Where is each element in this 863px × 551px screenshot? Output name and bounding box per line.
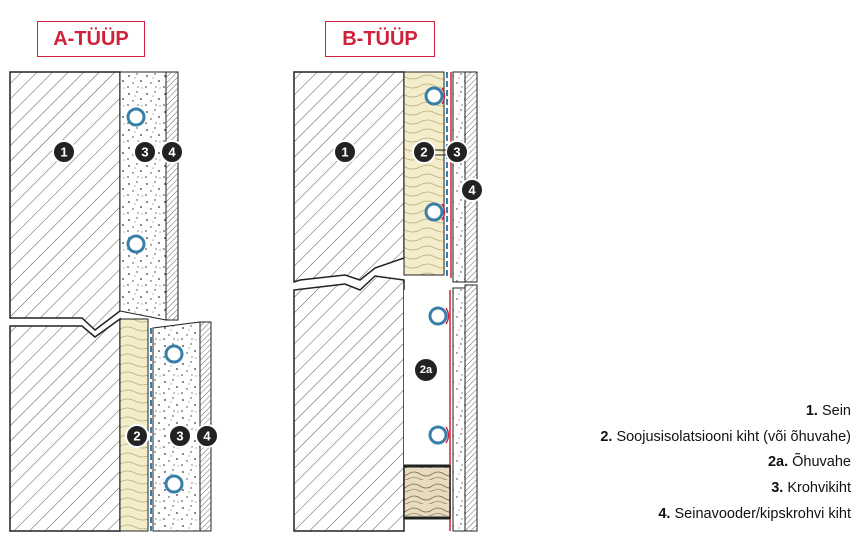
a-pipe-1 <box>126 107 146 127</box>
a-lower-wall <box>9 317 121 532</box>
marker-b-2a: 2a <box>413 357 439 383</box>
svg-text:1: 1 <box>341 145 348 160</box>
svg-text:4: 4 <box>203 429 211 444</box>
b-lower-plaster <box>452 287 466 532</box>
marker-b-4: 4 <box>460 178 484 202</box>
svg-text:2: 2 <box>133 429 140 444</box>
marker-b-1: 1 <box>333 140 357 164</box>
marker-a-1: 1 <box>52 140 76 164</box>
legend: 1. Sein 2. Soojusisolatsiooni kiht (või … <box>600 399 851 528</box>
legend-item-2: 2. Soojusisolatsiooni kiht (või õhuvahe) <box>600 428 851 445</box>
svg-text:4: 4 <box>468 183 476 198</box>
legend-item-4: 4. Seinavooder/kipskrohvi kiht <box>658 505 851 522</box>
type-a-title: A-TÜÜP <box>37 21 145 57</box>
b-wood-batten <box>403 465 451 519</box>
marker-b-2: 2 <box>412 140 436 164</box>
b-upper-wall <box>293 71 405 284</box>
svg-text:2: 2 <box>420 145 427 160</box>
b-upper-plaster <box>452 71 466 283</box>
svg-text:1: 1 <box>60 145 67 160</box>
b-upper-lining <box>464 71 478 283</box>
b-lower-lining <box>464 284 478 532</box>
a-upper-lining <box>165 71 179 321</box>
legend-item-3: 3. Krohvikiht <box>771 480 851 497</box>
marker-b-3: 3 <box>445 140 469 164</box>
a-pipe-4 <box>164 474 184 494</box>
b-lower-wall <box>293 275 405 532</box>
legend-item-2a: 2a. Õhuvahe <box>767 454 851 471</box>
svg-text:3: 3 <box>453 145 460 160</box>
legend-item-1: 1. Sein <box>805 403 851 419</box>
b-upper-insulation <box>403 71 445 276</box>
b-pipe-1 <box>424 86 444 106</box>
svg-text:4: 4 <box>168 145 176 160</box>
a-pipe-3 <box>164 344 184 364</box>
marker-a-4: 4 <box>160 140 184 164</box>
a-pipe-2 <box>126 234 146 254</box>
marker-a-2-lower: 2 <box>125 424 149 448</box>
b-pipe-2 <box>424 202 444 222</box>
svg-text:2a: 2a <box>420 364 433 376</box>
a-upper-plaster <box>119 71 167 321</box>
b-pipe-3 <box>428 306 448 326</box>
a-upper-wall <box>9 71 121 331</box>
marker-a-3: 3 <box>133 140 157 164</box>
svg-text:3: 3 <box>176 429 183 444</box>
b-pipe-4 <box>428 425 448 445</box>
svg-text:3: 3 <box>141 145 148 160</box>
type-b-title: B-TÜÜP <box>325 21 435 57</box>
marker-a-3-lower: 3 <box>168 424 192 448</box>
marker-a-4-lower: 4 <box>195 424 219 448</box>
